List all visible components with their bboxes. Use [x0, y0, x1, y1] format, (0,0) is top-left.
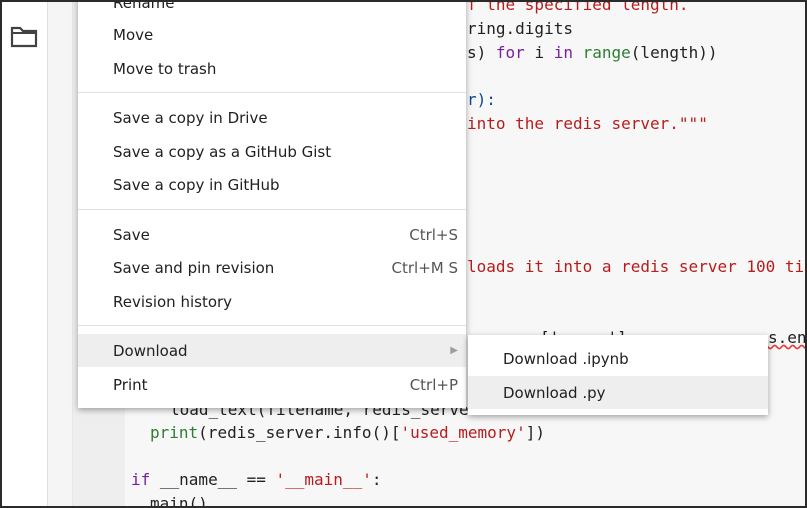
menu-item-save-pin-revision[interactable]: Save and pin revision Ctrl+M S	[78, 251, 466, 284]
menu-item-label: Save and pin revision	[113, 258, 275, 277]
code-line: if __name__ == '__main__':	[131, 470, 382, 489]
shortcut-label: Ctrl+M S	[391, 258, 459, 277]
code-line: main()	[150, 494, 208, 508]
file-menu: Rename Move Move to trash Save a copy in…	[78, 0, 466, 408]
menu-item-label: Download .py	[503, 383, 606, 402]
menu-item-save-copy-gist[interactable]: Save a copy as a GitHub Gist	[78, 135, 466, 168]
menu-item-label: Save a copy in Drive	[113, 108, 268, 127]
menu-item-label: Move	[113, 25, 154, 44]
left-sidebar	[2, 2, 48, 506]
menu-item-move[interactable]: Move	[78, 18, 466, 51]
folder-icon[interactable]	[10, 24, 38, 48]
menu-item-label: Rename	[113, 0, 175, 12]
shortcut-label: Ctrl+S	[409, 225, 458, 244]
menu-item-rename[interactable]: Rename	[78, 0, 466, 19]
menu-item-label: Download	[113, 341, 188, 360]
menu-item-save[interactable]: Save Ctrl+S	[78, 218, 466, 251]
menu-item-save-copy-github[interactable]: Save a copy in GitHub	[78, 168, 466, 201]
menu-item-print[interactable]: Print Ctrl+P	[78, 368, 466, 401]
download-submenu: Download .ipynb Download .py	[468, 335, 768, 415]
menu-item-label: Save a copy as a GitHub Gist	[113, 142, 332, 161]
menu-item-save-copy-drive[interactable]: Save a copy in Drive	[78, 101, 466, 134]
code-line: loads it into a redis server 100 ti	[467, 257, 805, 276]
code-line: s.env	[768, 328, 807, 347]
code-line: f the specified length.	[467, 0, 689, 14]
menu-item-label: Print	[113, 375, 148, 394]
menu-divider	[78, 209, 466, 210]
code-line: ring.digits	[467, 19, 573, 38]
menu-item-label: Save	[113, 225, 150, 244]
menu-item-label: Move to trash	[113, 59, 217, 78]
code-line: s) for i in range(length))	[467, 43, 718, 62]
menu-item-label: Revision history	[113, 292, 233, 311]
menu-item-label: Save a copy in GitHub	[113, 175, 280, 194]
menu-item-revision-history[interactable]: Revision history	[78, 285, 466, 318]
menu-item-download-ipynb[interactable]: Download .ipynb	[468, 342, 768, 375]
menu-item-label: Download .ipynb	[503, 349, 629, 368]
cell-gutter	[48, 2, 73, 506]
code-line: r):	[467, 90, 496, 109]
triangle-right-icon: ▶	[450, 345, 458, 356]
menu-divider	[78, 92, 466, 93]
menu-divider	[78, 325, 466, 326]
menu-item-move-to-trash[interactable]: Move to trash	[78, 52, 466, 85]
shortcut-label: Ctrl+P	[409, 375, 458, 394]
code-line: into the redis server."""	[467, 114, 708, 133]
menu-item-download[interactable]: Download ▶	[78, 334, 466, 367]
menu-item-download-py[interactable]: Download .py	[468, 376, 768, 409]
code-line: print(redis_server.info()['used_memory']…	[150, 423, 545, 442]
